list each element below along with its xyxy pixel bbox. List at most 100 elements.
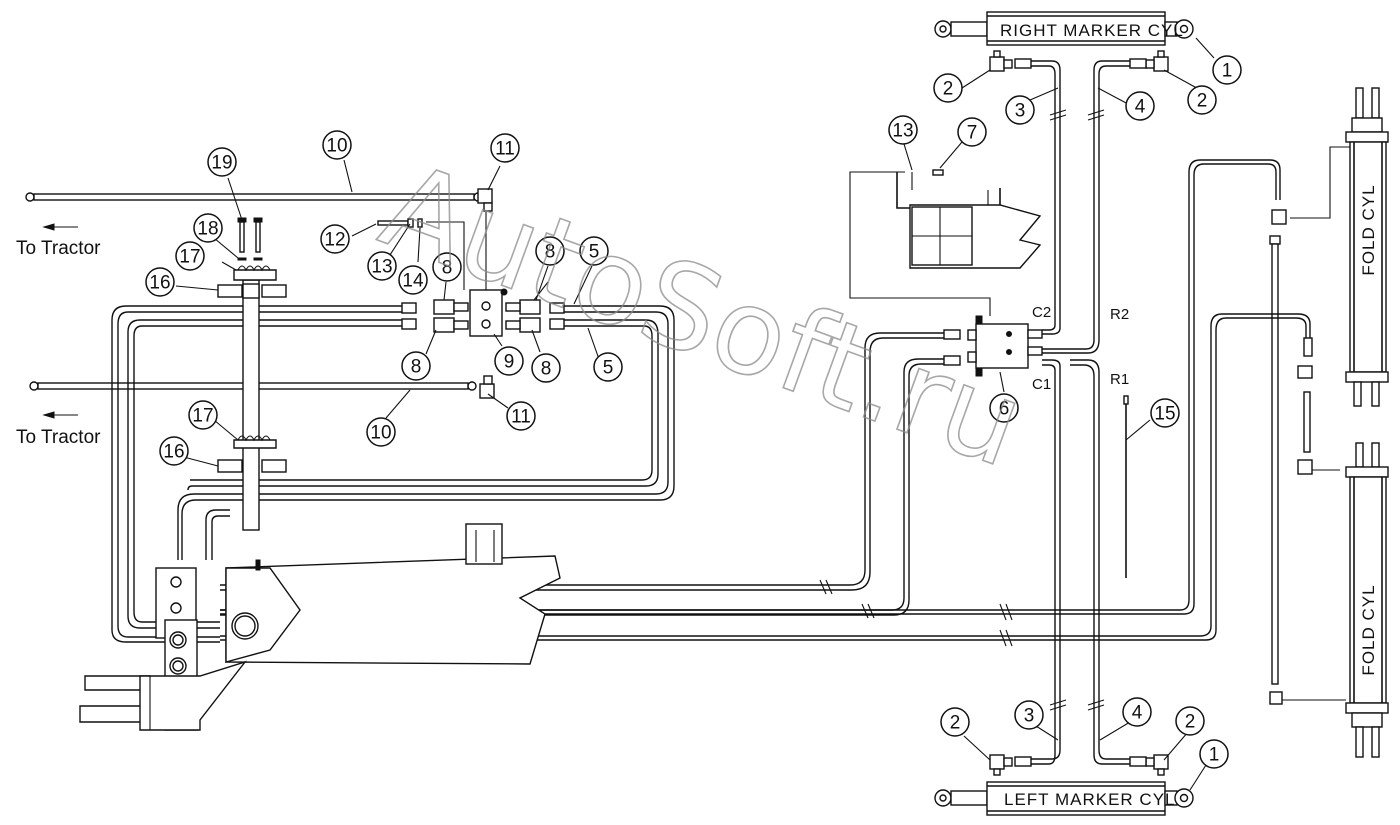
fold-hoses	[220, 146, 1350, 705]
svg-text:1: 1	[1222, 61, 1233, 82]
svg-text:13: 13	[371, 257, 392, 278]
callout-2-top-left: 2	[933, 73, 963, 103]
hose-end	[401, 302, 417, 314]
valve-6: C2 C1 R2 R1	[967, 304, 1129, 393]
port-r1-label: R1	[1110, 371, 1129, 388]
arrow-left-icon	[42, 411, 78, 419]
callout-17-upper: 17	[175, 241, 205, 271]
callout-1-top: 1	[1212, 55, 1242, 85]
callout-9: 9	[494, 346, 524, 376]
hose-3-left-marker	[1014, 359, 1067, 767]
svg-text:9: 9	[504, 352, 515, 373]
upright-post	[242, 279, 260, 531]
callout-2-bottom-right: 2	[1175, 706, 1205, 736]
control-cable	[849, 171, 991, 316]
fold-cyl-lower-label: FOLD CYL	[1359, 584, 1378, 675]
frame-hoses	[111, 305, 675, 643]
callout-19: 19	[207, 147, 237, 177]
svg-text:8: 8	[545, 242, 556, 263]
fittings-8	[433, 299, 541, 333]
svg-text:8: 8	[541, 359, 552, 380]
callout-12: 12	[320, 224, 350, 254]
bracket-16-lower	[217, 459, 287, 473]
svg-text:5: 5	[603, 358, 614, 379]
svg-text:5: 5	[589, 242, 600, 263]
callout-16-upper: 16	[145, 267, 175, 297]
callout-16-lower: 16	[159, 436, 189, 466]
svg-text:10: 10	[326, 136, 347, 157]
bracket-16-upper	[217, 284, 287, 298]
fold-cylinder-upper: FOLD CYL	[1345, 87, 1389, 407]
hose-end	[549, 318, 565, 330]
part-12-bolt	[377, 218, 465, 290]
svg-text:4: 4	[1132, 703, 1143, 724]
callout-6: 6	[989, 393, 1019, 423]
callout-17-lower: 17	[188, 400, 218, 430]
svg-text:3: 3	[1015, 101, 1026, 122]
fitting-2-top-left	[989, 50, 1013, 72]
callout-10-upper: 10	[322, 130, 352, 160]
callout-4-bottom: 4	[1122, 697, 1152, 727]
svg-text:16: 16	[149, 273, 170, 294]
callout-13-right: 13	[888, 115, 918, 145]
svg-text:4: 4	[1135, 97, 1146, 118]
fitting-2-bottom-right	[1145, 754, 1169, 776]
arrow-left-icon	[42, 223, 78, 231]
washers-18	[237, 257, 263, 261]
callout-1-bottom: 1	[1199, 739, 1229, 769]
callout-2-bottom-left: 2	[940, 707, 970, 737]
fold-cyl-upper-label: FOLD CYL	[1359, 184, 1378, 275]
svg-text:14: 14	[402, 271, 424, 292]
callout-5-upper: 5	[579, 236, 609, 266]
svg-text:16: 16	[163, 442, 184, 463]
svg-text:15: 15	[1154, 404, 1175, 425]
control-box	[896, 172, 1042, 269]
callout-8-upper-left: 8	[432, 252, 462, 282]
svg-text:8: 8	[442, 258, 453, 279]
callout-13-left: 13	[367, 251, 397, 281]
fold-cylinder-lower: FOLD CYL	[1345, 442, 1389, 758]
hose-4-left-marker	[1070, 359, 1147, 767]
callout-11-lower: 11	[506, 401, 536, 431]
callout-3-top: 3	[1005, 95, 1035, 125]
callout-18: 18	[193, 213, 223, 243]
hose-end	[549, 302, 565, 314]
to-tractor-upper-label: To Tractor	[16, 238, 101, 259]
callout-10-lower: 10	[366, 417, 396, 447]
fitting-2-top-right	[1145, 50, 1169, 72]
bolts-19	[237, 217, 263, 253]
callout-7: 7	[957, 117, 987, 147]
svg-text:2: 2	[943, 79, 954, 100]
callout-8-upper-right: 8	[535, 236, 565, 266]
svg-text:11: 11	[495, 139, 515, 160]
svg-text:3: 3	[1024, 706, 1035, 727]
svg-text:2: 2	[950, 713, 961, 734]
hose-3-right-marker	[1014, 58, 1067, 335]
svg-text:19: 19	[211, 153, 232, 174]
fitting-2-bottom-left	[989, 754, 1013, 776]
svg-text:17: 17	[179, 247, 200, 268]
callout-4-top: 4	[1125, 91, 1155, 121]
hose-4-right-marker	[1042, 58, 1147, 354]
port-r2-label: R2	[1110, 306, 1129, 323]
callout-14: 14	[398, 265, 428, 295]
svg-text:1: 1	[1209, 745, 1220, 766]
leader-lines	[175, 37, 1215, 791]
right-marker-cylinder: RIGHT MARKER CYL	[934, 11, 1194, 46]
fitting-11-upper	[477, 188, 493, 212]
svg-text:8: 8	[411, 357, 422, 378]
callout-15: 15	[1150, 398, 1180, 428]
callout-11-upper: 11	[490, 133, 520, 163]
callout-8-lower-left: 8	[401, 351, 431, 381]
svg-text:2: 2	[1185, 712, 1196, 733]
port-c2-label: C2	[1032, 304, 1051, 321]
svg-text:13: 13	[892, 121, 913, 142]
bracket-17-lower	[233, 435, 277, 449]
svg-text:6: 6	[999, 399, 1010, 420]
callout-2-top-right: 2	[1187, 85, 1217, 115]
svg-text:11: 11	[511, 407, 531, 428]
callout-8-lower-right: 8	[531, 353, 561, 383]
to-tractor-lower-label: To Tractor	[16, 427, 101, 448]
valve-9	[469, 212, 508, 337]
